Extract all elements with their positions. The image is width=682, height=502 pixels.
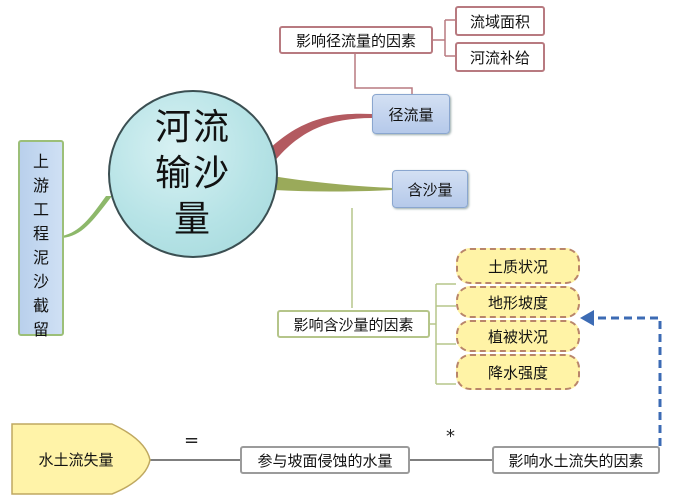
- soil-loss-factor-title[interactable]: 影响水土流失的因素: [492, 446, 660, 474]
- line-runoff-factor: [354, 52, 413, 94]
- equals-sign: =: [184, 430, 200, 451]
- sediment-factor-precipitation[interactable]: 降水强度: [456, 354, 580, 390]
- soil-loss-shape: [11, 423, 151, 495]
- runoff-factor-basin-area[interactable]: 流域面积: [455, 6, 545, 36]
- line-sediment-subfactors: [430, 283, 456, 385]
- runoff-factor-river-supply[interactable]: 河流补给: [455, 42, 545, 72]
- multiply-sign: *: [446, 426, 455, 447]
- sediment-factor-vegetation[interactable]: 植被状况: [456, 320, 580, 352]
- erosion-water-volume[interactable]: 参与坡面侵蚀的水量: [240, 446, 410, 474]
- runoff-node[interactable]: 径流量: [372, 94, 450, 134]
- line-runoff-subfactors: [433, 19, 455, 57]
- upstream-char: 工: [32, 200, 49, 219]
- central-line-1: 河流: [154, 107, 231, 148]
- central-topic[interactable]: 河流 输沙 量: [108, 90, 278, 258]
- upstream-char: 留: [32, 320, 49, 339]
- branch-sediment: [272, 176, 392, 192]
- upstream-char: 游: [32, 176, 49, 195]
- upstream-char: 泥: [32, 248, 49, 267]
- central-line-2: 输沙: [154, 153, 231, 194]
- branch-runoff: [268, 113, 372, 162]
- upstream-char: 截: [32, 296, 49, 315]
- soil-loss-label[interactable]: 水土流失量: [38, 450, 114, 469]
- upstream-char: 程: [32, 224, 49, 243]
- feedback-arrowhead: [580, 310, 594, 326]
- runoff-factor-title[interactable]: 影响径流量的因素: [279, 26, 433, 54]
- sediment-factor-soil[interactable]: 土质状况: [456, 248, 580, 284]
- feedback-arrow: [588, 316, 662, 446]
- upstream-char: 上: [32, 152, 49, 171]
- sediment-factor-title[interactable]: 影响含沙量的因素: [277, 310, 430, 338]
- upstream-char: 沙: [32, 272, 49, 291]
- sediment-factor-slope[interactable]: 地形坡度: [456, 286, 580, 318]
- upstream-sediment-interception[interactable]: 上 游 工 程 泥 沙 截 留: [18, 140, 64, 339]
- central-line-3: 量: [173, 199, 212, 240]
- branch-upstream: [62, 196, 112, 238]
- sediment-node[interactable]: 含沙量: [392, 170, 468, 208]
